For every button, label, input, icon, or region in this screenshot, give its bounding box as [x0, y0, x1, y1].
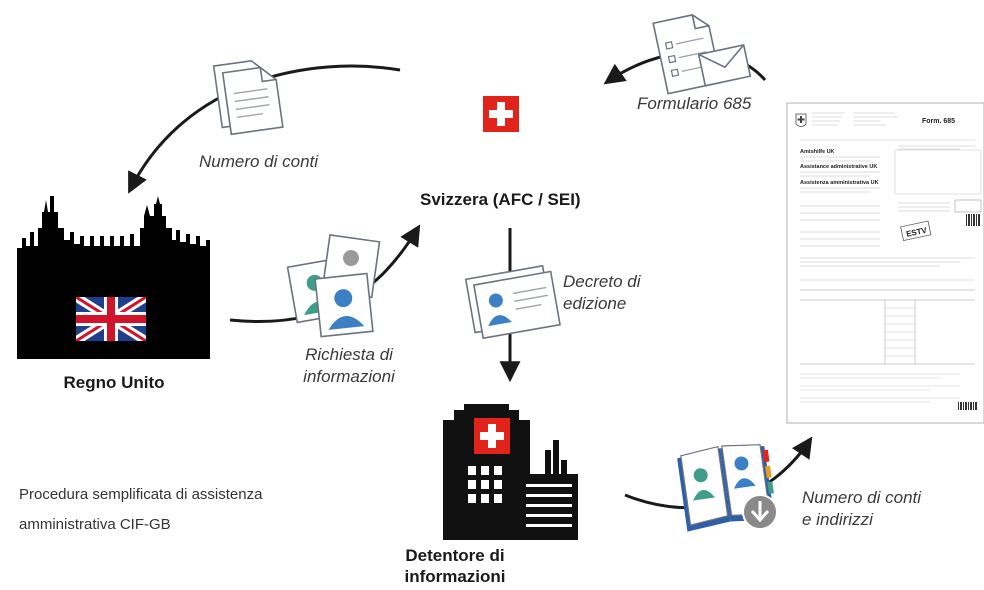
uk-flag-icon	[76, 297, 146, 341]
procedure-caption-line1: Procedura semplificata di assistenza	[19, 486, 263, 503]
form-envelope-icon	[652, 14, 752, 95]
node-label-uk: Regno Unito	[63, 373, 165, 392]
flow-label-request: Richiesta di informazioni	[300, 344, 398, 388]
procedure-caption-line2: amministrativa CIF-GB	[19, 516, 171, 533]
flow-label-decree-line1: Decreto di	[563, 272, 641, 291]
form-heading-fr: Assistance administrative UK	[800, 164, 877, 170]
flow-label-account-numbers: Numero di conti	[199, 152, 319, 171]
flow-label-accounts-addresses: Numero di conti e indirizzi	[802, 487, 921, 531]
flow-label-accounts-addresses-line1: Numero di conti	[802, 488, 922, 507]
form-title: Form. 685	[922, 118, 955, 125]
node-label-switzerland: Svizzera (AFC / SEI)	[420, 190, 581, 209]
swiss-flag-icon	[483, 96, 519, 132]
bank-building-icon	[443, 404, 578, 540]
node-label-info-holder-line1: Detentore di	[405, 546, 505, 565]
procedure-caption: Procedura semplificata di assistenza amm…	[19, 480, 262, 540]
estv-stamp: ESTV	[900, 220, 932, 242]
form-heading-de: Amtshilfe UK	[800, 149, 835, 155]
node-label-info-holder-line2: informazioni	[404, 567, 506, 586]
westminster-skyline-image	[17, 194, 210, 359]
svg-text:ESTV: ESTV	[905, 225, 928, 238]
document-stack-icon	[212, 59, 284, 136]
form-swiss-emblem	[795, 113, 807, 127]
node-label-info-holder: Detentore di informazioni	[385, 545, 525, 587]
form-685-document: Form. 685 Amtshilfe UK Assistance admini…	[786, 102, 984, 424]
download-arrow-icon	[742, 494, 778, 530]
flow-label-form-685: Formulario 685	[637, 94, 752, 113]
flow-label-accounts-addresses-line2: e indirizzi	[802, 510, 873, 529]
person-cards-icon	[286, 234, 381, 338]
flow-label-request-line1: Richiesta di	[305, 345, 393, 364]
form-heading-it: Assistenza amministrativa UK	[800, 180, 879, 186]
decree-document-icon	[464, 264, 561, 340]
flow-label-decree-line2: edizione	[563, 294, 627, 313]
flow-label-request-line2: informazioni	[303, 367, 395, 386]
flow-label-decree: Decreto di edizione	[563, 271, 640, 315]
